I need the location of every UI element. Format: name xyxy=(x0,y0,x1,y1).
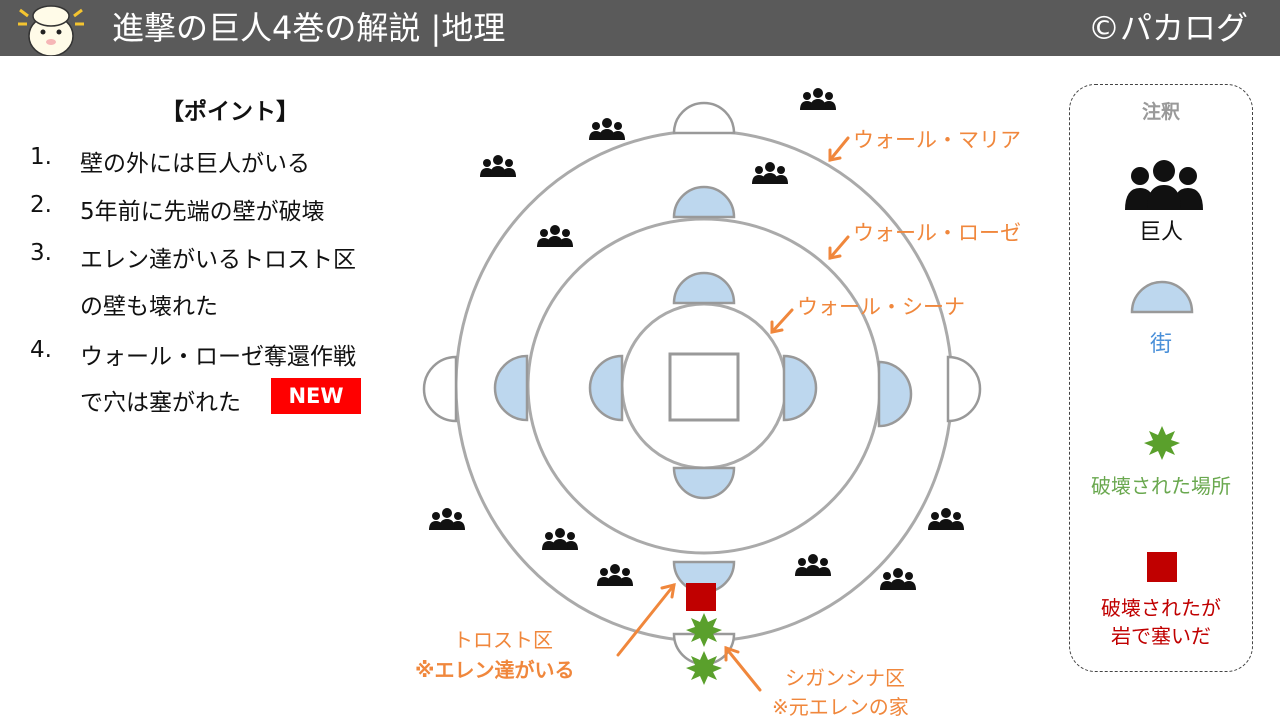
titan-group-icon xyxy=(800,88,836,110)
arrow-icon xyxy=(828,235,850,260)
brand-label: ©パカログ xyxy=(1087,9,1248,47)
titan-group-icon xyxy=(480,155,516,177)
titan-group-icon xyxy=(589,118,625,140)
royal-capital-square xyxy=(668,352,740,422)
arrow-icon xyxy=(724,645,740,662)
shiganshina-label: シガンシナ区 xyxy=(785,666,905,690)
town-rose-east xyxy=(877,360,913,428)
point-number: 1. xyxy=(30,144,52,170)
legend-destroyed-label: 破壊された場所 xyxy=(1091,474,1231,498)
point-number: 3. xyxy=(30,240,52,266)
legend-title: 注釈 xyxy=(1141,101,1180,123)
town-outer-east xyxy=(946,355,982,423)
titan-group-icon xyxy=(880,568,916,590)
shiganshina-note: ※元エレンの家 xyxy=(772,695,909,719)
point-text: 5年前に先端の壁が破壊 xyxy=(80,199,325,225)
legend-blocked-label-1: 破壊されたが xyxy=(1101,596,1221,620)
alpaca-logo-icon xyxy=(18,5,84,56)
town-maria-north xyxy=(672,185,736,219)
points-heading: 【ポイント】 xyxy=(161,99,299,125)
point-text: 壁の外には巨人がいる xyxy=(80,151,310,177)
arrow-icon xyxy=(616,583,676,657)
legend-town-label: 街 xyxy=(1149,332,1172,357)
arrow-icon xyxy=(828,148,842,162)
town-sina-west xyxy=(588,354,624,422)
town-sina-east xyxy=(782,354,818,422)
arrow-icon xyxy=(828,136,850,162)
legend-town-icon xyxy=(1130,280,1194,314)
arrow-icon xyxy=(770,320,784,334)
point-number: 4. xyxy=(30,337,52,363)
town-rose-west xyxy=(493,354,529,422)
town-outer-north xyxy=(672,101,736,135)
legend-titan-label: 巨人 xyxy=(1138,220,1183,245)
arrow-icon xyxy=(770,308,794,334)
titan-group-icon xyxy=(429,508,465,530)
wall-sina-label: ウォール・シーナ xyxy=(797,295,965,319)
town-rose-north xyxy=(672,271,736,305)
trost-note: ※エレン達がいる xyxy=(415,658,575,682)
titan-group-icon xyxy=(537,225,573,247)
titan-group-icon xyxy=(597,564,633,586)
legend-blocked-label-2: 岩で塞いだ xyxy=(1111,624,1211,648)
titan-group-icon xyxy=(928,508,964,530)
point-number: 2. xyxy=(30,192,52,218)
blocked-wall-marker xyxy=(686,583,716,611)
legend-panel xyxy=(1069,84,1253,672)
header-bar: 進撃の巨人4巻の解説 |地理 ©パカログ xyxy=(0,0,1280,56)
titan-group-icon xyxy=(542,528,578,550)
point-text: の壁も壊れた xyxy=(80,294,218,320)
point-text: で穴は塞がれた xyxy=(80,390,241,416)
point-text: ウォール・ローゼ奪還作戦 xyxy=(80,344,356,370)
titan-group-icon xyxy=(795,554,831,576)
arrow-icon xyxy=(660,582,676,599)
arrow-icon xyxy=(724,646,762,692)
titan-group-icon xyxy=(752,162,788,184)
arrow-icon xyxy=(828,246,842,260)
new-badge: NEW xyxy=(271,378,361,414)
town-outer-west xyxy=(422,355,458,423)
town-sina-south xyxy=(672,466,736,500)
point-text: エレン達がいるトロスト区 xyxy=(80,247,356,273)
page-title: 進撃の巨人4巻の解説 |地理 xyxy=(112,9,506,47)
trost-label: トロスト区 xyxy=(453,628,553,652)
legend-red-square-icon xyxy=(1147,552,1177,582)
wall-maria-label: ウォール・マリア xyxy=(853,128,1021,152)
wall-rose-label: ウォール・ローゼ xyxy=(853,221,1021,245)
